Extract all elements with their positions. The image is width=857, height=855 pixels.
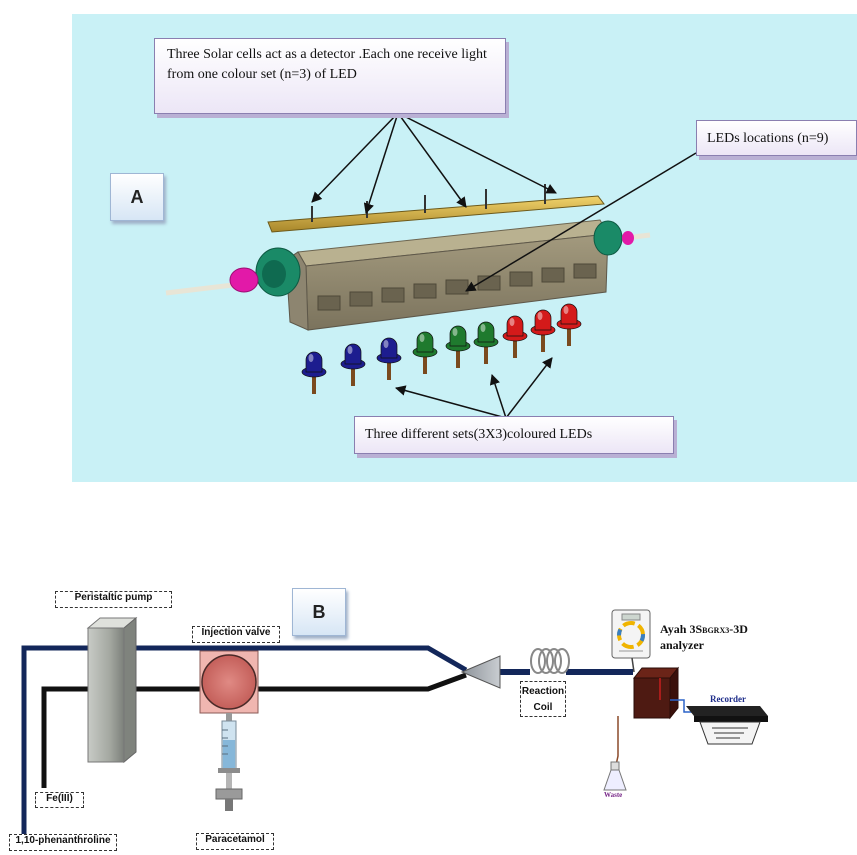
- led-7: [502, 315, 528, 358]
- syringe-icon: [215, 713, 243, 811]
- fe-iii-label: Fe(III): [35, 792, 84, 808]
- led-row: [301, 303, 582, 394]
- led-8: [530, 309, 556, 352]
- led-9: [556, 303, 582, 346]
- solar-cells-text: Three Solar cells act as a detector .Eac…: [167, 47, 487, 82]
- led-2: [340, 343, 366, 386]
- led-1: [301, 351, 327, 394]
- recorder-icon: [686, 706, 768, 745]
- analyzer-suffix: -3D: [729, 622, 748, 636]
- led-locations-text: LEDs locations (n=9): [707, 131, 829, 146]
- led-sets-text: Three different sets(3X3)coloured LEDs: [365, 427, 593, 442]
- peristaltic-pump: [86, 616, 138, 764]
- reaction-coil-label: Reaction Coil: [520, 681, 566, 717]
- led-5: [445, 325, 471, 368]
- reaction-coil-label-line2: Coil: [533, 702, 553, 713]
- analyzer-meter-icon: [611, 609, 651, 673]
- flow-cell-assembly: [165, 184, 651, 331]
- led-locations-callout: LEDs locations (n=9): [696, 120, 857, 156]
- led-6: [473, 321, 499, 364]
- recorder-label: Recorder: [710, 694, 746, 704]
- led-4: [412, 331, 438, 374]
- reaction-coil-label-line1: Reaction: [521, 686, 565, 697]
- paracetamol-label: Paracetamol: [196, 833, 274, 850]
- injection-valve-label: Injection valve: [192, 626, 280, 643]
- analyzer-label: Ayah 3SBGRX3-3D analyzer: [660, 622, 780, 652]
- peristaltic-pump-label: Peristaltic pump: [55, 591, 172, 608]
- waste-flask-icon: [603, 761, 627, 791]
- detector-box: [613, 666, 698, 775]
- panel-b-label: B: [292, 588, 346, 636]
- analyzer-name: Ayah 3S: [660, 622, 703, 636]
- led-sets-callout: Three different sets(3X3)coloured LEDs: [354, 416, 674, 454]
- injection-valve: [199, 650, 259, 714]
- mixing-tee: [460, 655, 501, 689]
- phenanthroline-label: 1,10-phenanthroline: [9, 834, 117, 851]
- analyzer-line2: analyzer: [660, 638, 704, 652]
- callout-arrows: [311, 112, 697, 419]
- solar-cells-callout: Three Solar cells act as a detector .Eac…: [154, 38, 506, 114]
- panel-a-label: A: [110, 173, 164, 221]
- waste-label: Waste: [604, 791, 623, 799]
- analyzer-subscript: BGRX3: [702, 626, 730, 635]
- led-3: [376, 337, 402, 380]
- reaction-coil: [530, 648, 570, 674]
